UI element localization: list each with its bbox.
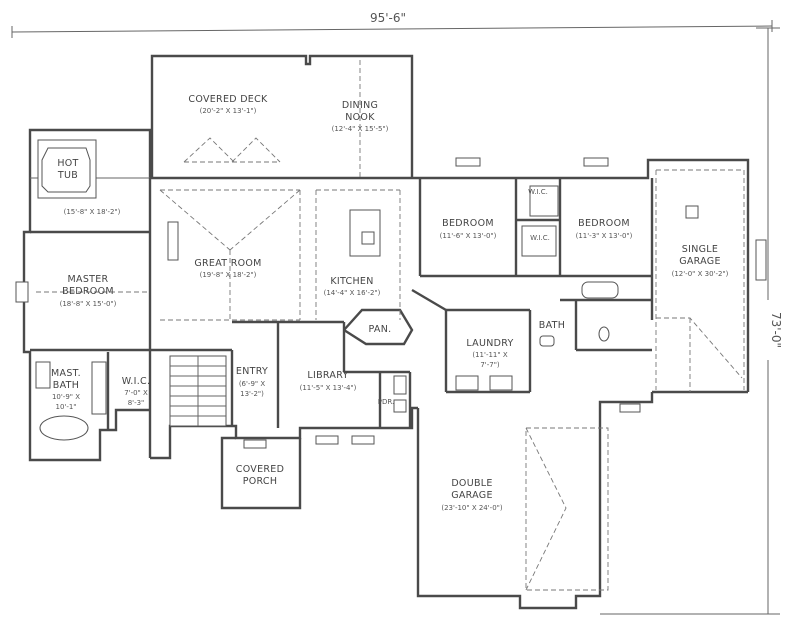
master-bedroom-label-2: BEDROOM xyxy=(62,286,114,297)
laundry-size-2: 7'-7") xyxy=(480,361,500,369)
library-size: (11'-5" X 13'-4") xyxy=(300,384,357,392)
fixtures xyxy=(15,139,767,449)
laundry-size-1: (11'-11" X xyxy=(472,351,507,359)
single-garage-label-1: SINGLE xyxy=(682,244,718,255)
bath-label: BATH xyxy=(539,320,565,331)
hot-tub-label-2: TUB xyxy=(57,170,78,181)
single-garage-size: (12'-0" X 30'-2") xyxy=(672,270,729,278)
dining-nook-label-2: NOOK xyxy=(345,112,375,123)
overall-dimensions: 95'-6" 73'-0" xyxy=(11,10,783,615)
bedroom-1-label: BEDROOM xyxy=(442,218,494,229)
double-garage-label-1: DOUBLE xyxy=(451,478,492,489)
bedroom-2-label: BEDROOM xyxy=(578,218,630,229)
mast-bath-label-1: MAST. xyxy=(51,368,81,379)
covered-porch-label-1: COVERED xyxy=(236,464,284,475)
wic-master-label: W.I.C. xyxy=(122,376,151,387)
wic-upper-label: W.I.C. xyxy=(528,188,548,196)
kitchen-label: KITCHEN xyxy=(330,276,373,287)
bedroom-1-size: (11'-6" X 13'-0") xyxy=(440,232,497,240)
laundry-label: LAUNDRY xyxy=(466,338,513,349)
covered-deck-label: COVERED DECK xyxy=(188,94,268,105)
entry-size-1: (6'-9" X xyxy=(239,380,266,388)
pantry-label: PAN. xyxy=(369,324,392,335)
great-room-label: GREAT ROOM xyxy=(194,258,261,269)
single-garage-label-2: GARAGE xyxy=(679,256,721,267)
kitchen-size: (14'-4" X 16'-2") xyxy=(324,289,381,297)
dining-nook-label-1: DINING xyxy=(342,100,378,111)
exterior-walls xyxy=(22,54,750,610)
entry-label: ENTRY xyxy=(236,366,268,377)
great-room-size: (19'-8" X 18'-2") xyxy=(200,271,257,279)
ceiling-lines xyxy=(36,60,745,591)
hot-tub-size: (15'-8" X 18'-2") xyxy=(64,208,121,216)
tub-fixture xyxy=(39,415,89,441)
library-label: LIBRARY xyxy=(307,370,348,381)
wic-lower-label: W.I.C. xyxy=(530,234,550,242)
interior-walls xyxy=(30,176,652,430)
master-bedroom-size: (18'-8" X 15'-0") xyxy=(60,300,117,308)
overall-depth-label: 73'-0" xyxy=(769,312,783,348)
overall-width-label: 95'-6" xyxy=(370,11,406,25)
bedroom-2-size: (11'-3" X 13'-0") xyxy=(576,232,633,240)
mast-bath-size-2: 10'-1" xyxy=(55,403,76,411)
mast-bath-label-2: BATH xyxy=(53,380,79,391)
dining-nook-size: (12'-4" X 15'-5") xyxy=(332,125,389,133)
covered-deck-size: (20'-2" X 13'-1") xyxy=(200,107,257,115)
entry-size-2: 13'-2") xyxy=(240,390,264,398)
covered-porch-label-2: PORCH xyxy=(243,476,278,487)
double-garage-label-2: GARAGE xyxy=(451,490,493,501)
powder-label: PDR. xyxy=(378,398,394,406)
double-garage-size: (23'-10" X 24'-0") xyxy=(441,504,502,512)
wic-master-size-1: 7'-0" X xyxy=(124,389,148,397)
wic-master-size-2: 8'-3" xyxy=(128,399,145,407)
hot-tub-label-1: HOT xyxy=(57,158,78,169)
master-bedroom-label-1: MASTER xyxy=(68,274,109,285)
room-labels: COVERED DECK (20'-2" X 13'-1") DINING NO… xyxy=(51,94,729,512)
mast-bath-size-1: 10'-9" X xyxy=(52,393,80,401)
